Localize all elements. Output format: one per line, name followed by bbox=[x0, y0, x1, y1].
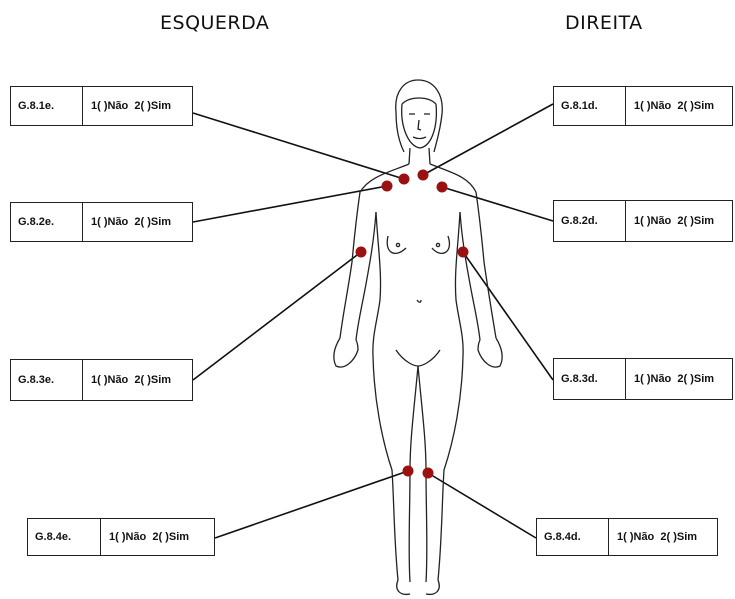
marker-g81e bbox=[399, 174, 410, 185]
question-code: G.8.4e. bbox=[28, 519, 101, 555]
question-box-g82e: G.8.2e. 1( )Não 2( )Sim bbox=[10, 202, 193, 242]
leader-line-g84e bbox=[215, 471, 408, 538]
question-options[interactable]: 1( )Não 2( )Sim bbox=[83, 360, 171, 400]
marker-g84d bbox=[423, 468, 434, 479]
question-box-g83d: G.8.3d. 1( )Não 2( )Sim bbox=[553, 358, 733, 400]
question-box-g81d: G.8.1d. 1( )Não 2( )Sim bbox=[553, 86, 733, 126]
marker-g83d bbox=[458, 247, 469, 258]
question-box-g83e: G.8.3e. 1( )Não 2( )Sim bbox=[10, 359, 193, 401]
marker-g83e bbox=[356, 247, 367, 258]
question-code: G.8.2e. bbox=[11, 203, 83, 241]
question-options[interactable]: 1( )Não 2( )Sim bbox=[609, 519, 697, 555]
question-code: G.8.3e. bbox=[11, 360, 83, 400]
marker-g82e bbox=[382, 181, 393, 192]
marker-g82d bbox=[437, 182, 448, 193]
question-box-g81e: G.8.1e. 1( )Não 2( )Sim bbox=[10, 86, 193, 126]
leader-lines bbox=[193, 104, 553, 538]
question-box-g84d: G.8.4d. 1( )Não 2( )Sim bbox=[536, 518, 718, 556]
question-options[interactable]: 1( )Não 2( )Sim bbox=[626, 359, 714, 399]
question-options[interactable]: 1( )Não 2( )Sim bbox=[626, 87, 714, 125]
leader-line-g81e bbox=[193, 113, 404, 179]
leader-line-g82d bbox=[442, 187, 553, 221]
body-outline bbox=[334, 80, 502, 594]
question-options[interactable]: 1( )Não 2( )Sim bbox=[626, 201, 714, 241]
question-options[interactable]: 1( )Não 2( )Sim bbox=[83, 87, 171, 125]
question-code: G.8.1e. bbox=[11, 87, 83, 125]
leader-line-g84d bbox=[428, 473, 536, 538]
marker-g84e bbox=[403, 466, 414, 477]
question-options[interactable]: 1( )Não 2( )Sim bbox=[83, 203, 171, 241]
question-code: G.8.1d. bbox=[554, 87, 626, 125]
question-box-g82d: G.8.2d. 1( )Não 2( )Sim bbox=[553, 200, 733, 242]
question-box-g84e: G.8.4e. 1( )Não 2( )Sim bbox=[27, 518, 215, 556]
leader-line-g83e bbox=[193, 252, 361, 380]
question-options[interactable]: 1( )Não 2( )Sim bbox=[101, 519, 189, 555]
question-code: G.8.2d. bbox=[554, 201, 626, 241]
marker-g81d bbox=[418, 170, 429, 181]
question-code: G.8.4d. bbox=[537, 519, 609, 555]
question-code: G.8.3d. bbox=[554, 359, 626, 399]
